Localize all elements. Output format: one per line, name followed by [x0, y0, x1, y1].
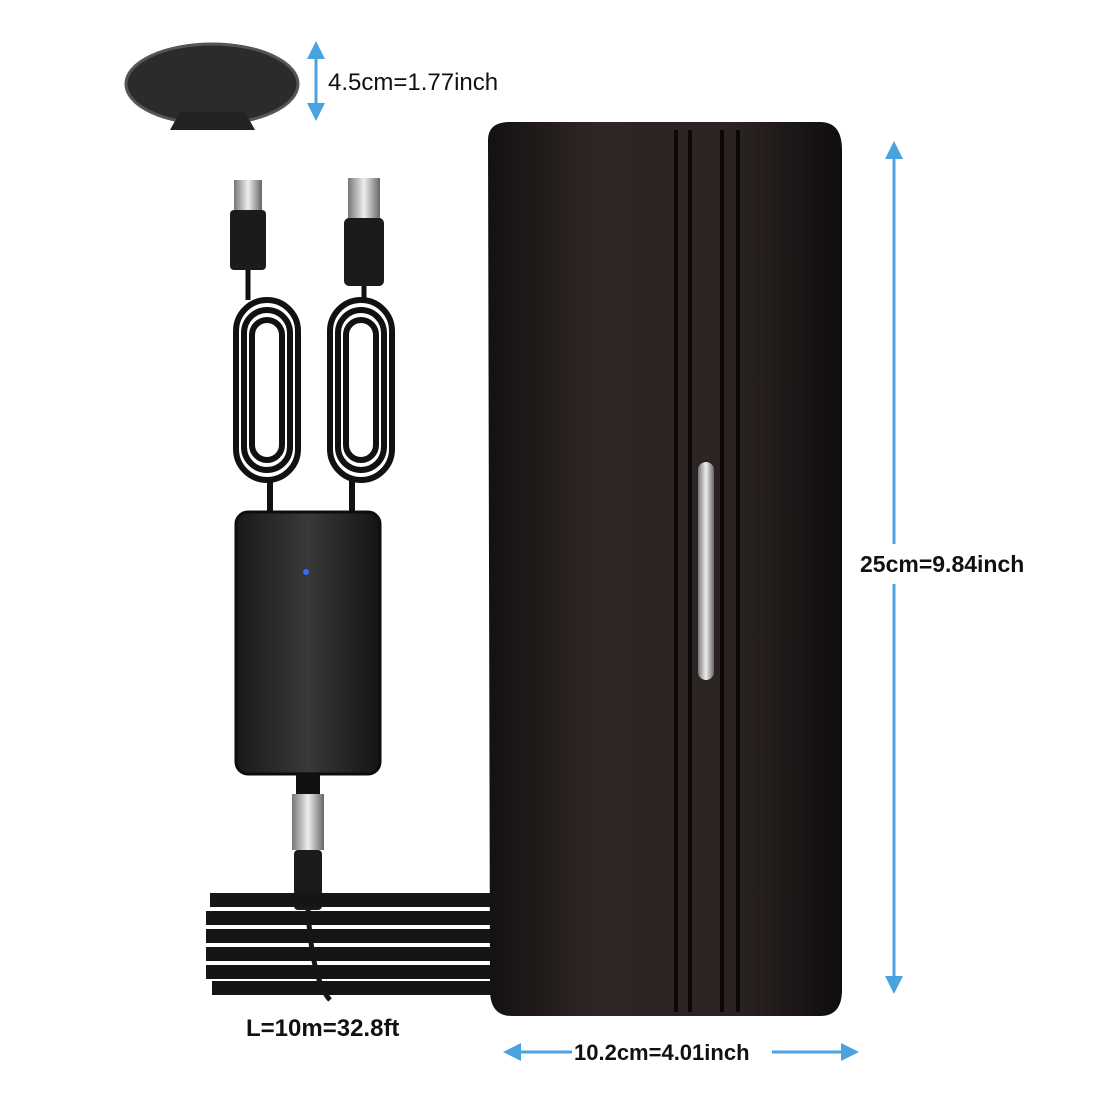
- cable-length-label: L=10m=32.8ft: [246, 1015, 399, 1042]
- power-led-icon: [303, 569, 309, 575]
- antenna-panel: [488, 122, 842, 1016]
- usb-plug: [344, 178, 384, 300]
- mount-height-label: 4.5cm=1.77inch: [328, 69, 498, 96]
- antenna-height-label: 25cm=9.84inch: [860, 551, 1024, 577]
- signal-amplifier: [234, 510, 382, 910]
- antenna-width-label: 10.2cm=4.01inch: [574, 1040, 750, 1065]
- coax-connector: [230, 180, 266, 300]
- coiled-cable: [206, 893, 500, 1002]
- looped-cables: [233, 297, 395, 515]
- magnetic-mount: [124, 42, 300, 130]
- indicator-strip: [698, 462, 714, 680]
